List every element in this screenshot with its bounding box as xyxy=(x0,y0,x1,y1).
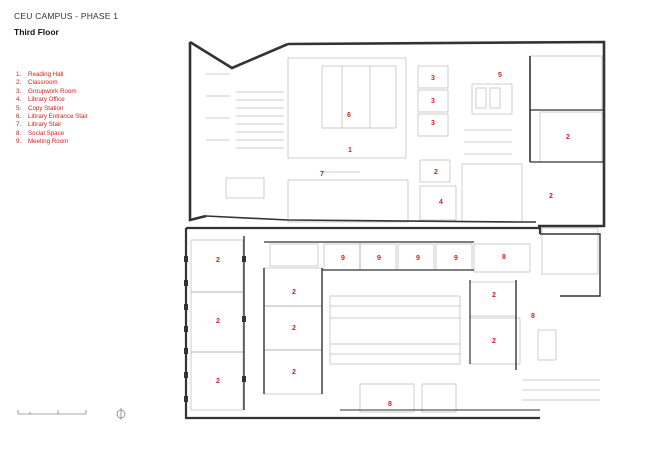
room-label: 2 xyxy=(292,325,296,332)
room-label: 2 xyxy=(216,257,220,264)
legend-item: 4.Library Office xyxy=(16,96,65,104)
room-label: 8 xyxy=(388,401,392,408)
legend-item: 5.Copy Station xyxy=(16,104,64,112)
room-label: 2 xyxy=(492,292,496,299)
legend-item: 3.Groupwork Room xyxy=(16,87,77,95)
legend-item: 2.Classroom xyxy=(16,79,58,87)
room-label: 7 xyxy=(320,171,324,178)
room-label: 9 xyxy=(416,255,420,262)
room-label: 2 xyxy=(216,318,220,325)
room-label: 6 xyxy=(347,112,351,119)
room-label: 8 xyxy=(531,313,535,320)
room-label: 1 xyxy=(348,147,352,154)
room-labels: 1 6 3 3 3 5 2 2 2 4 7 2 2 2 2 2 2 9 9 9 … xyxy=(216,72,570,408)
room-label: 9 xyxy=(454,255,458,262)
north-arrow-icon xyxy=(116,408,126,420)
facade-piers xyxy=(184,256,246,402)
room-label: 8 xyxy=(502,254,506,261)
room-label: 2 xyxy=(492,338,496,345)
room-label: 2 xyxy=(549,193,553,200)
room-label: 3 xyxy=(431,98,435,105)
legend-item: 7.Library Stair xyxy=(16,121,62,129)
room-label: 3 xyxy=(431,75,435,82)
floor-title: Third Floor xyxy=(14,27,59,37)
legend-item: 9.Meeting Room xyxy=(16,138,69,146)
legend-item: 1.Reading Hall xyxy=(16,71,64,78)
exterior-walls xyxy=(184,40,606,420)
room-label: 2 xyxy=(292,289,296,296)
scale-bar xyxy=(17,410,87,415)
room-label: 2 xyxy=(434,169,438,176)
room-label: 3 xyxy=(431,120,435,127)
legend-item: 6.Library Entrance Stair xyxy=(16,113,88,121)
page-title: CEU CAMPUS - PHASE 1 xyxy=(14,11,119,21)
room-legend: 1.Reading Hall 2.Classroom 3.Groupwork R… xyxy=(16,71,88,147)
room-label: 9 xyxy=(377,255,381,262)
room-label: 5 xyxy=(498,72,502,79)
legend-item: 8.Social Space xyxy=(16,129,65,137)
room-label: 2 xyxy=(216,378,220,385)
room-label: 9 xyxy=(341,255,345,262)
room-label: 2 xyxy=(292,369,296,376)
room-label: 4 xyxy=(439,199,443,206)
room-label: 2 xyxy=(566,134,570,141)
